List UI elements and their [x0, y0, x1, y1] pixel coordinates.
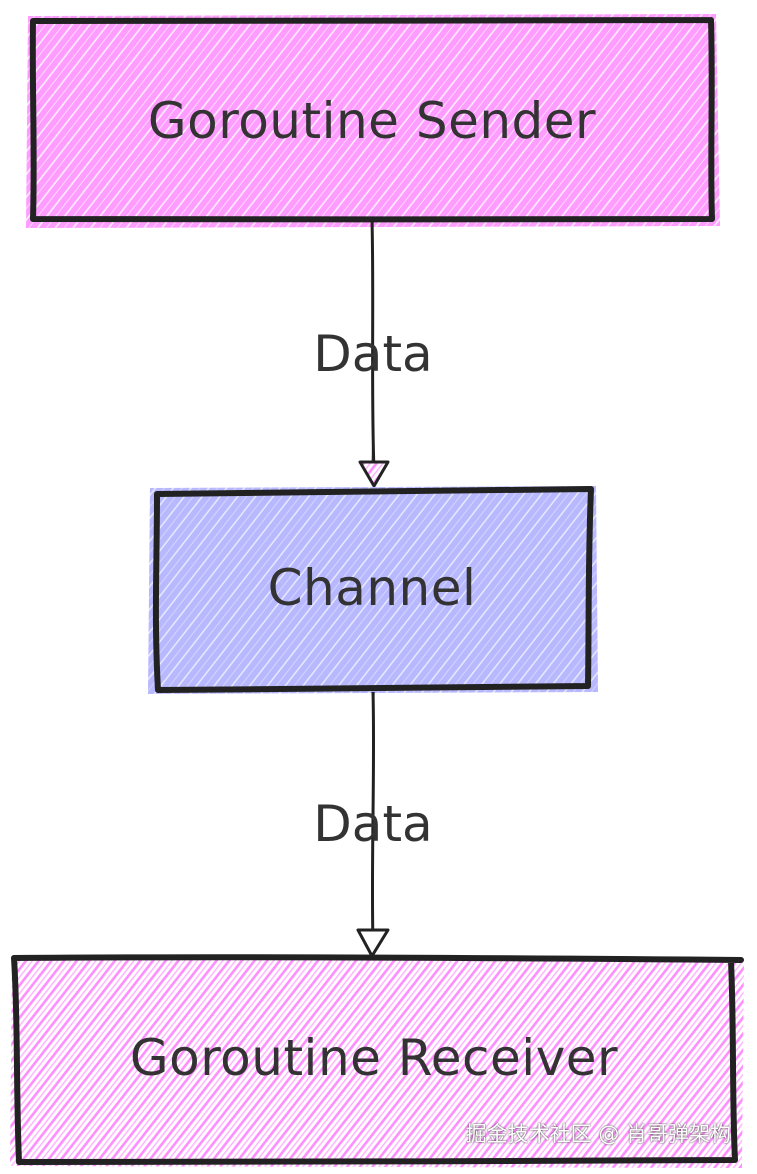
channel-label: Channel: [267, 559, 477, 617]
watermark-text: 掘金技术社区 @ 肖哥弹架构: [465, 1122, 731, 1146]
edge-sender-to-channel: [358, 219, 390, 488]
arrowhead-icon: [356, 928, 390, 958]
edge-channel-to-receiver: [356, 691, 390, 958]
sender-label: Goroutine Sender: [147, 92, 597, 150]
channel-node-border: [152, 486, 594, 693]
channel-node: [148, 486, 598, 694]
receiver-node-fill: [10, 956, 744, 1168]
sender-node-border: [29, 17, 715, 223]
sender-node-fill: [26, 14, 720, 228]
arrowhead-icon: [358, 460, 390, 488]
receiver-node-border: [11, 954, 744, 1165]
channel-node-fill: [148, 486, 598, 694]
edge-label-data-2: Data: [313, 795, 433, 853]
receiver-node: [10, 954, 744, 1168]
sender-node: [26, 14, 720, 228]
receiver-label: Goroutine Receiver: [129, 1029, 619, 1087]
edge-label-data-1: Data: [313, 325, 433, 383]
